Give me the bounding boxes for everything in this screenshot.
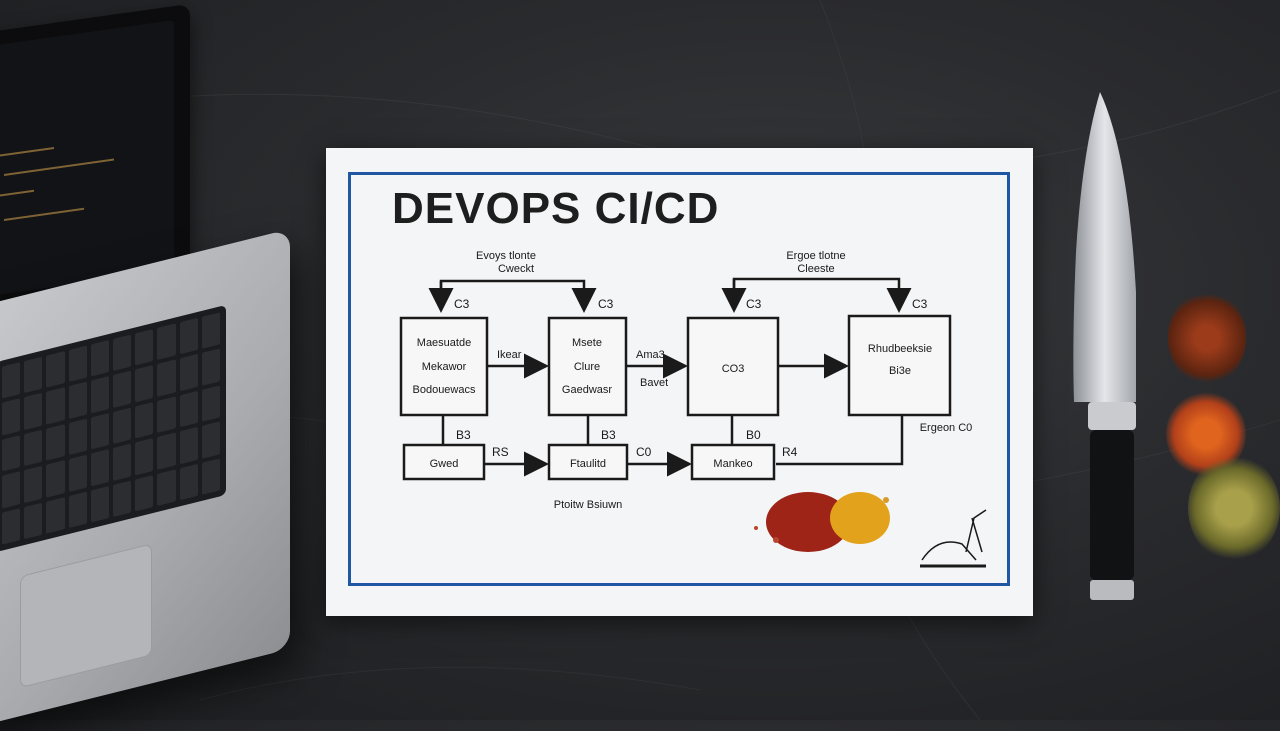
edge-label-1: Ikear (497, 349, 522, 361)
stage-box-3-line-1: CO3 (722, 363, 745, 375)
top-label-left-2: Cweckt (498, 263, 534, 275)
top-label-right-1: Ergoe tlotne (786, 250, 845, 262)
stage-box-2-line-2: Clure (574, 361, 600, 373)
stage-box-1-line-1: Maesuatde (417, 337, 471, 349)
tag-b3-1: B3 (456, 428, 471, 442)
tag-c0: C0 (636, 445, 652, 459)
cicd-flow-diagram: Evoys tlonte Cweckt Ergoe tlotne Cleeste… (399, 250, 987, 568)
paprika-smear (766, 492, 850, 552)
paper-border (348, 172, 1010, 586)
tag-b3-2: B3 (601, 428, 616, 442)
turmeric-smear (830, 492, 890, 544)
chili-flakes-pile (1168, 290, 1246, 386)
tag-rs: RS (492, 445, 509, 459)
sub-box-1-label: Gwed (430, 458, 459, 470)
sub-box-2-label: Ftaulitd (570, 458, 606, 470)
stage-box-4-line-2: Bi3e (889, 365, 911, 377)
edge-label-2a: Ama3. (636, 349, 668, 361)
stage-box-2-line-3: Gaedwasr (562, 384, 612, 396)
stage-box-4 (847, 314, 952, 417)
tag-c3-3: C3 (746, 297, 762, 311)
stage-box-2-line-1: Msete (572, 337, 602, 349)
terminal-display (0, 20, 174, 299)
document-title: DEVOPS CI/CD (392, 184, 720, 233)
tag-r4: R4 (782, 445, 798, 459)
tag-c3-2: C3 (598, 297, 614, 311)
laptop (0, 3, 300, 731)
chef-knife (1073, 92, 1136, 600)
right-label: Ergeon C0 (920, 422, 973, 434)
stage-box-4-line-1: Rhudbeeksie (868, 343, 932, 355)
sub-box-2 (547, 443, 629, 481)
top-label-left-1: Evoys tlonte (476, 250, 536, 262)
top-label-right-2: Cleeste (797, 263, 834, 275)
tag-c3-4: C3 (912, 297, 928, 311)
diagram-paper: DEVOPS CI/CD Evoys tlonte Cweckt Ergoe t… (326, 148, 1033, 616)
trackpad (20, 543, 152, 689)
bottom-label: Ptoitw Bsiuwn (554, 499, 622, 511)
edge-label-2b: Bavet (640, 377, 668, 389)
sub-box-1 (402, 443, 486, 481)
sketch-drawing (920, 509, 987, 568)
sub-box-3 (690, 443, 776, 481)
sub-box-3-label: Mankeo (713, 458, 752, 470)
herb-pile (1188, 454, 1280, 562)
tag-c3-1: C3 (454, 297, 470, 311)
stage-box-1-line-2: Mekawor (422, 361, 467, 373)
keyboard (0, 304, 226, 553)
laptop-body (0, 228, 290, 731)
stage-box-1-line-3: Bodouewacs (413, 384, 476, 396)
tag-b0: B0 (746, 428, 761, 442)
